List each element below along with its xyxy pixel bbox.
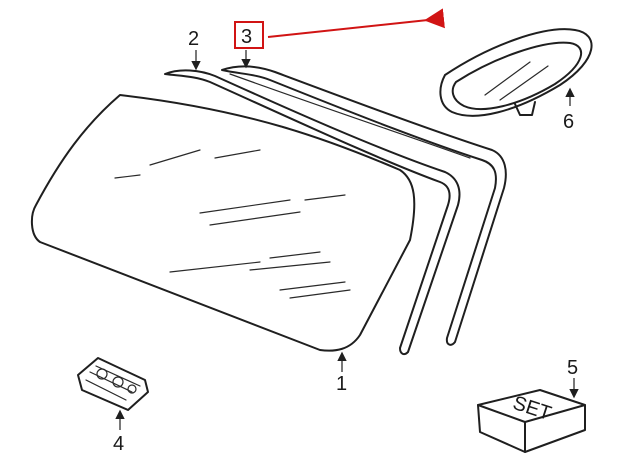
windshield-glass (30, 94, 416, 352)
rearview-mirror (439, 28, 593, 117)
mounting-clip (77, 357, 149, 411)
callout-3: 3 (241, 26, 252, 48)
callout-4: 4 (113, 433, 124, 455)
side-molding (221, 65, 507, 346)
kit-label: SET (510, 392, 554, 425)
callout-6: 6 (563, 111, 574, 133)
callout-5: 5 (567, 357, 578, 379)
upper-molding (164, 69, 461, 356)
highlight-box (234, 21, 264, 49)
callout-1: 1 (336, 373, 347, 395)
callout-2: 2 (188, 28, 199, 50)
highlight-arrow (267, 8, 445, 38)
adhesive-kit-box: SET (477, 389, 586, 453)
